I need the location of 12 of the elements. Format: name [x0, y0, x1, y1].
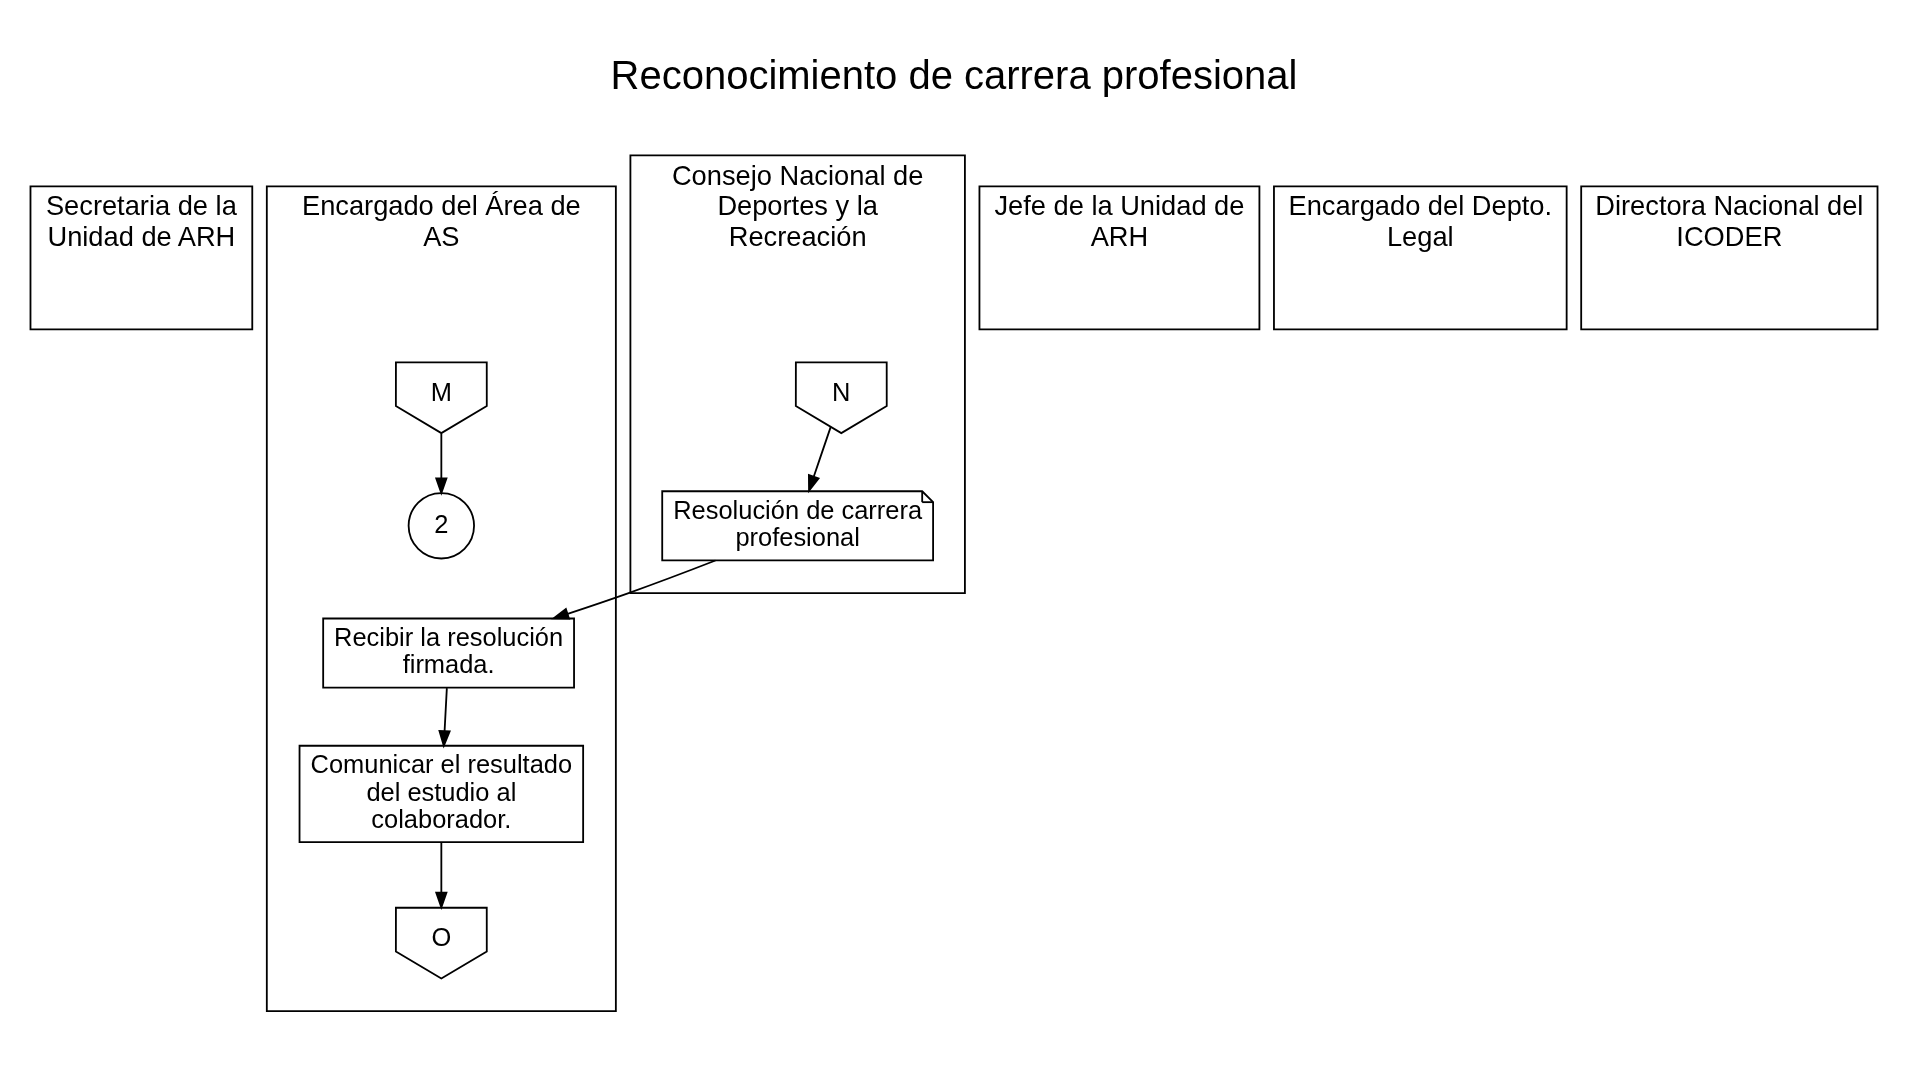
arrow — [434, 841, 448, 910]
node-box: Jefe de la Unidad de ARH — [978, 185, 1261, 331]
arrow — [438, 687, 451, 749]
diagram-title: Reconocimiento de carrera profesional — [610, 52, 1298, 97]
arrow — [434, 432, 448, 496]
node-box: Recibir la resolución firmada. — [322, 617, 575, 689]
node-box: Encargado del Depto. Legal — [1273, 185, 1568, 331]
node-circle: 2 — [407, 492, 475, 560]
node-box: Secretaria de la Unidad de ARH — [29, 185, 254, 331]
node-box: Comunicar el resultado del estudio al colaborador. — [298, 744, 585, 844]
arrow — [808, 425, 832, 494]
node-box: Directora Nacional del ICODER — [1580, 185, 1879, 331]
